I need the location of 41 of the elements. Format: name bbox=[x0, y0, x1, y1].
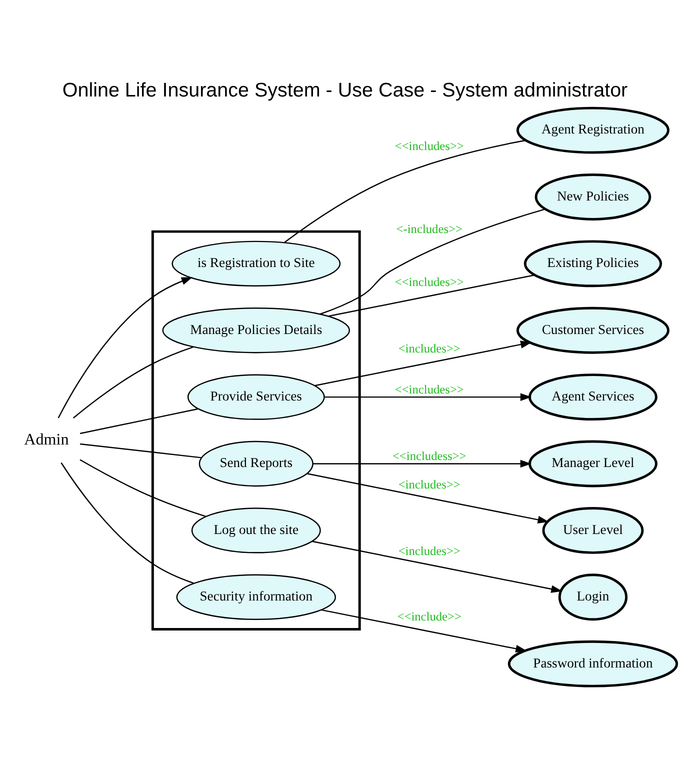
node-ellipse: Agent Services bbox=[528, 374, 658, 421]
diagram-title: Online Life Insurance System - Use Case - System administrator bbox=[62, 80, 628, 102]
connector bbox=[80, 408, 198, 434]
cluster bbox=[151, 230, 361, 630]
edge-label: <<includes>> bbox=[394, 382, 464, 396]
edge-label: <<includes>> bbox=[394, 139, 464, 154]
node-ellipse: Customer Services bbox=[516, 306, 670, 354]
edge-label: <includes>> bbox=[398, 544, 460, 558]
arrow bbox=[58, 277, 193, 418]
node-ellipse: User Level bbox=[542, 506, 644, 554]
node-ellipse: Manager Level bbox=[528, 440, 658, 488]
connector bbox=[72, 346, 194, 418]
connector bbox=[284, 140, 526, 243]
edge-label: <includes>> bbox=[398, 342, 460, 356]
arrow bbox=[306, 473, 549, 524]
connector bbox=[80, 443, 202, 458]
arrow bbox=[321, 609, 527, 653]
node-ellipse: Agent Registration bbox=[516, 106, 670, 154]
node-text: Admin bbox=[24, 431, 69, 448]
node-ellipse: Provide Services bbox=[187, 374, 325, 420]
edge-label: <<include>> bbox=[397, 610, 462, 624]
node-ellipse: Log out the site bbox=[191, 508, 321, 554]
edge-label: <includes>> bbox=[398, 477, 460, 492]
arrow bbox=[324, 393, 532, 401]
node-ellipse: Manage Policies Details bbox=[162, 308, 350, 354]
connector bbox=[320, 208, 546, 315]
node-ellipse: Security information bbox=[176, 574, 336, 620]
connector bbox=[328, 274, 535, 317]
node-ellipse: Password information bbox=[508, 640, 678, 688]
arrow bbox=[314, 340, 532, 386]
node-ellipse: Login bbox=[558, 574, 628, 621]
node-ellipse: Send Reports bbox=[198, 440, 314, 487]
connector bbox=[80, 459, 206, 518]
node-ellipse: Existing Policies bbox=[524, 240, 662, 288]
edge-label: <<includess>> bbox=[392, 449, 466, 464]
node-ellipse: New Policies bbox=[534, 174, 652, 220]
edge-label: <<includes>> bbox=[394, 274, 464, 289]
arrow bbox=[312, 460, 532, 468]
arrow bbox=[312, 540, 562, 593]
connector bbox=[60, 462, 194, 584]
edge-label: <-includes>> bbox=[396, 222, 462, 236]
